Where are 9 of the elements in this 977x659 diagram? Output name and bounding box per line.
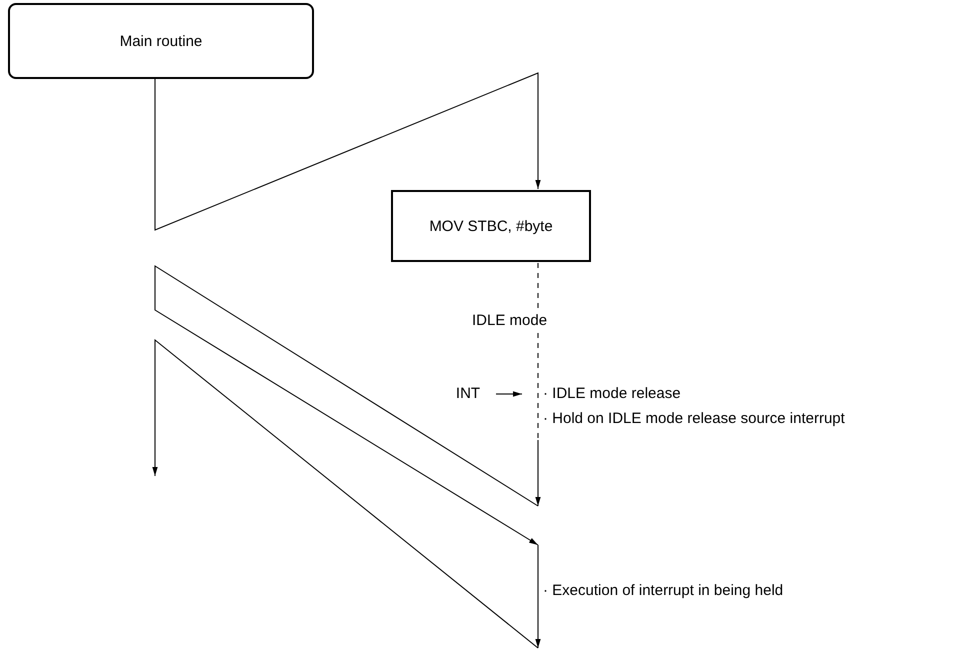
- note-text: · Execution of interrupt in being held: [543, 582, 784, 599]
- process-box: Main routine: [8, 3, 314, 79]
- arrow: [154, 72, 541, 231]
- arrow: [496, 391, 522, 397]
- note-text: IDLE mode: [472, 312, 548, 329]
- signal-label: INT: [450, 382, 486, 404]
- process-box: MOV STBC, #byte: [391, 190, 591, 262]
- note-text: · Hold on IDLE mode release source interrupt: [543, 410, 845, 427]
- note-text: · IDLE mode release: [543, 385, 681, 402]
